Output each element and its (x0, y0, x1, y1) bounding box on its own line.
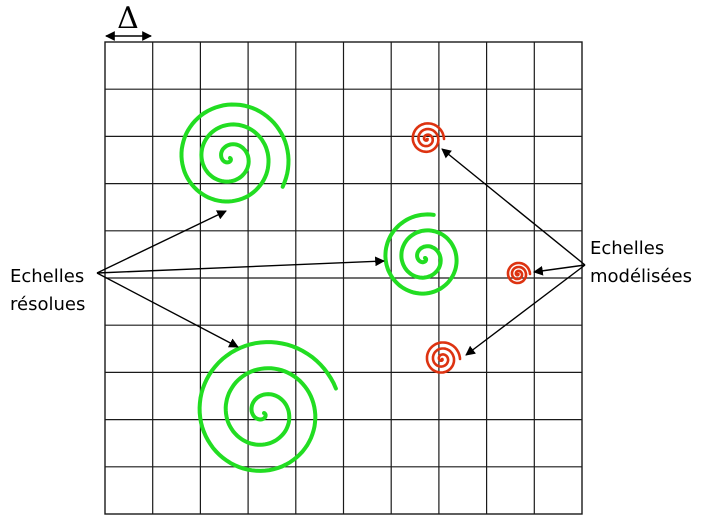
modeled-arrows (441, 148, 586, 356)
arrow-to-modeled-eddy-bottom (465, 264, 586, 356)
modeled-eddy-spiral (425, 341, 462, 374)
resolved-eddy-spiral (383, 212, 459, 296)
modeled-eddy-spiral (411, 122, 446, 154)
resolved-eddy-spiral (179, 102, 291, 204)
arrow-to-modeled-eddy-middle (533, 264, 586, 276)
modeled-scales-label-line2: modélisées (590, 266, 692, 287)
arrow-to-resolved-eddy-middle (96, 256, 385, 274)
resolved-scales-label-line2: résolues (10, 294, 85, 315)
resolved-arrows (96, 210, 385, 348)
modeled-scales-label-line1: Echelles (590, 238, 664, 259)
arrow-to-resolved-eddy-bottom (96, 272, 239, 348)
modeled-eddy-spiral (506, 261, 532, 285)
modeled-scale-eddies (411, 122, 532, 374)
arrow-to-resolved-eddy-top (96, 210, 227, 274)
resolved-scale-eddies (179, 102, 459, 473)
arrow-to-modeled-eddy-top (441, 148, 586, 266)
resolved-scales-label-line1: Echelles (10, 266, 84, 287)
delta-symbol: Δ (117, 1, 139, 36)
resolved-eddy-spiral (197, 340, 338, 473)
